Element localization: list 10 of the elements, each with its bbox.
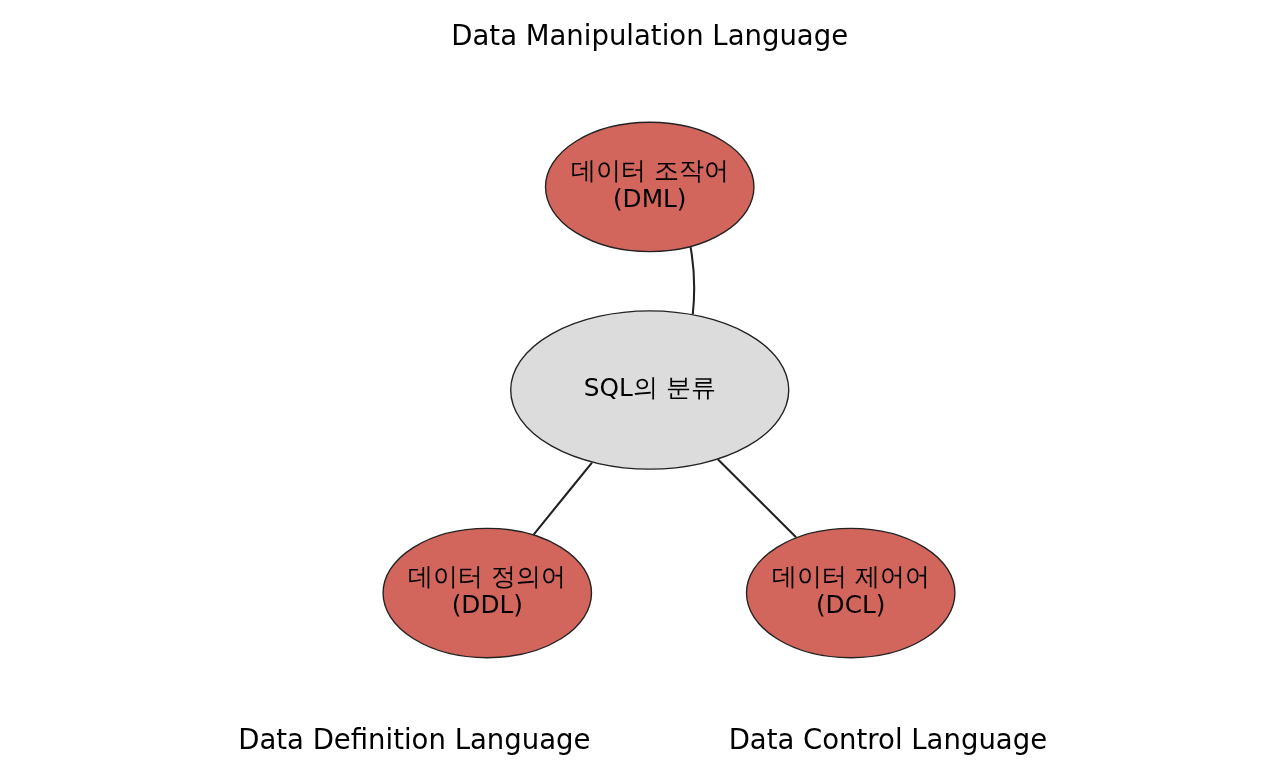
node-ellipse: SQL의 분류 <box>509 310 789 470</box>
node-ellipse: 데이터 제어어 (DCL) <box>745 527 956 659</box>
node-label: Data Manipulation Language <box>450 19 848 52</box>
connector <box>689 246 695 315</box>
node-ellipse: 데이터 조작어 (DML) <box>544 121 755 253</box>
node-label: Data Control Language <box>728 722 1047 755</box>
connector <box>532 461 593 536</box>
node-label: Data Definition Language <box>237 722 590 755</box>
connector <box>716 458 797 538</box>
node-ellipse: 데이터 정의어 (DDL) <box>381 527 592 659</box>
